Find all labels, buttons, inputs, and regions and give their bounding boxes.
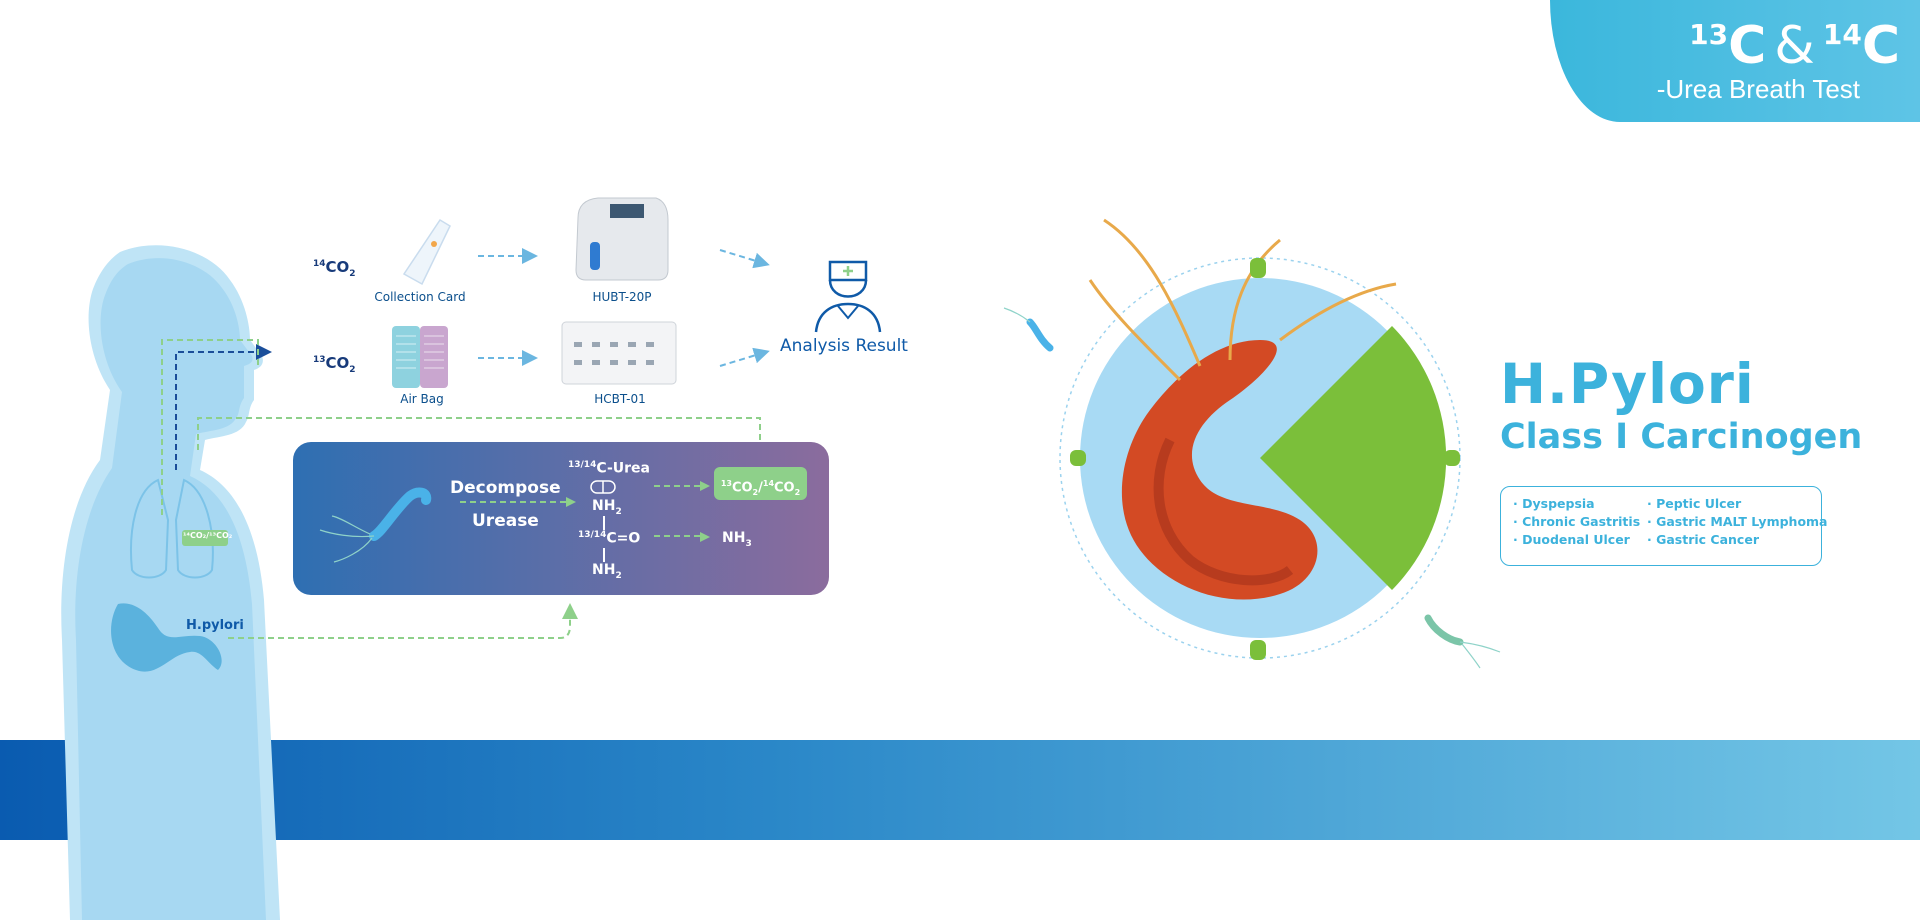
bond-line-top [603,516,605,530]
co2-result-box: 13CO2/14CO2 [714,467,807,500]
air-bag-icon [392,326,448,388]
bacterium-small-icon [1003,307,1054,352]
nh3-arrowhead [700,532,710,542]
bacterium-small-icon-2 [1424,614,1501,669]
hpylori-label: H.pylori [186,618,244,633]
decompose-arrow [460,497,576,507]
disease-item: · Peptic Ulcer [1647,496,1742,511]
capsule-icon [590,480,616,494]
carbon-label: 13/14C=O [578,530,641,547]
panel-subtitle: Class I Carcinogen [1500,417,1863,457]
disease-list-box: · Dyspepsia · Chronic Gastritis · Duoden… [1500,486,1828,566]
bacterium-graphic [1059,218,1461,660]
doctor-icon [814,260,882,333]
disease-item: · Gastric MALT Lymphoma [1647,514,1828,529]
collection-card-label: Collection Card [374,290,466,304]
co2-13-label: 13CO2 [313,354,356,375]
hubt-device-icon [575,197,669,281]
air-bag-label: Air Bag [400,392,444,406]
lung-co2-label: ¹⁴CO₂/¹³CO₂ [183,531,233,540]
hcbt-device-icon [561,321,677,385]
header-subtitle: -Urea Breath Test [1656,74,1860,104]
co2-14-label: 14CO2 [313,258,356,279]
bacterium-icon [319,487,432,563]
nh2-top: NH2 [592,498,622,517]
decompose-label: Decompose [450,478,561,498]
analysis-result-label: Analysis Result [780,336,908,356]
header-tab: 13C&14C -Urea Breath Test [1550,0,1920,122]
disease-item: · Dyspepsia [1513,496,1595,511]
urea-label: 13/14C-Urea [568,460,650,477]
reaction-arrows [654,481,710,537]
disease-item: · Chronic Gastritis [1513,514,1641,529]
header-title: 13C&14C [1689,16,1900,76]
nh2-bottom: NH2 [592,562,622,581]
panel-title: H.Pylori [1500,352,1755,416]
collection-card-icon [402,218,451,286]
hcbt-label: HCBT-01 [594,392,646,406]
urease-label: Urease [472,511,539,531]
bottom-band [0,740,1920,840]
nh3-label: NH3 [722,530,752,549]
hubt-label: HUBT-20P [592,290,652,304]
bond-line-bottom [603,548,605,562]
disease-item: · Duodenal Ulcer [1513,532,1630,547]
human-silhouette [61,245,280,920]
disease-item: · Gastric Cancer [1647,532,1759,547]
